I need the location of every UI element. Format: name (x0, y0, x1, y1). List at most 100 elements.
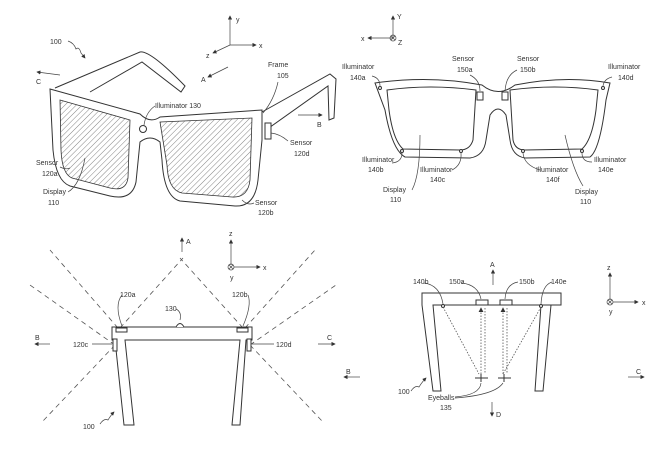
figure-top-view-eye-tracking: 140b 150a 150b 140e A D B C z x y 100 Ey… (343, 262, 646, 419)
leader (175, 308, 181, 321)
sensor-150b-label: Sensor (517, 56, 540, 63)
sensor-150b-ref: 150b (520, 67, 536, 74)
ref-140e-label: 140e (551, 279, 567, 286)
axis-z-label: z (206, 53, 210, 60)
leader (581, 152, 593, 163)
left-temple (54, 51, 186, 93)
leader (391, 152, 403, 164)
ref-100-leader (99, 411, 115, 425)
ref-120d-label: 120d (276, 342, 292, 349)
sensor-120a (115, 327, 128, 333)
axis-triad: y x z (206, 15, 263, 60)
direction-b-label: B (317, 122, 322, 129)
display-left-lens (386, 86, 477, 151)
right-temple (261, 73, 337, 131)
sensor-120a-label: Sensor (36, 160, 59, 167)
sensor-120a-leader (59, 166, 71, 170)
axis-triad: Y x Z (361, 14, 403, 47)
light-paths (442, 306, 542, 375)
display-110-leader (67, 157, 86, 193)
illuminator-140c-ref: 140c (430, 177, 446, 184)
illuminator-130 (139, 125, 147, 133)
illuminator-140d-label: Illuminator (608, 64, 641, 71)
leader (504, 281, 519, 300)
direction-b-label: B (346, 369, 351, 376)
ref-120a-label: 120a (120, 292, 136, 299)
ref-100-label: 100 (83, 424, 95, 431)
sensor-120c (112, 338, 118, 352)
display-right-lens (159, 117, 253, 198)
display-left-ref: 110 (390, 197, 401, 204)
sensor-field-lines (29, 249, 337, 423)
direction-a-label: A (186, 239, 191, 246)
direction-a-label: A (490, 262, 495, 269)
sensor-120d (264, 122, 272, 140)
ref-100-leader (67, 40, 86, 59)
axis-x-label: x (263, 265, 267, 272)
illuminator-130-leader (143, 105, 156, 126)
ref-150b-label: 150b (519, 279, 535, 286)
eyeball-right (498, 374, 511, 382)
leader (504, 69, 518, 92)
display-110-label: Display (43, 189, 66, 196)
display-left-lens (59, 99, 131, 190)
axis-y-label: y (609, 309, 613, 316)
axis-z-label: Z (398, 40, 403, 47)
ref-100-leader (410, 377, 427, 392)
sensor-120d-leader (270, 132, 289, 142)
axis-z-label: z (607, 265, 611, 272)
illuminator-130 (175, 323, 185, 328)
figure-perspective-view: 100 y x z C A B Frame 105 Illuminator 13… (36, 15, 337, 217)
leader (454, 382, 482, 398)
sensor-120b-leader (241, 199, 255, 205)
eyeball-left (475, 374, 488, 382)
illuminator-140c (459, 149, 463, 153)
ref-130-label: 130 (165, 306, 177, 313)
display-right-label: Display (575, 189, 598, 196)
illuminator-140c-label: Illuminator (420, 167, 453, 174)
sensor-150a-label: Sensor (452, 56, 475, 63)
illuminator-140f (521, 149, 525, 153)
glasses-top-outline (111, 326, 253, 426)
ref-120b-label: 120b (232, 292, 248, 299)
frame-ref: 105 (277, 73, 289, 80)
display-left-label: Display (383, 187, 406, 194)
illuminator-140a-ref: 140a (350, 75, 366, 82)
direction-c-label: C (36, 79, 41, 86)
display-right-lens (509, 86, 599, 151)
figure-top-view-sensors: A B C z x y 120a 120b 130 120c 120d 100 (29, 231, 337, 431)
axis-y-label: y (230, 275, 234, 282)
frame-leader (262, 81, 279, 114)
axis-x-label: x (259, 43, 263, 50)
leader (454, 382, 504, 399)
illuminator-140d-ref: 140d (618, 75, 634, 82)
illuminator-130-label: Illuminator 130 (155, 103, 201, 110)
sensor-120d-label: Sensor (290, 140, 313, 147)
illuminator-140e-ref: 140e (598, 167, 614, 174)
leader (371, 75, 381, 87)
eyeballs-label: Eyeballs (428, 395, 455, 402)
eyeballs-ref: 135 (440, 405, 452, 412)
ref-100-label: 100 (398, 389, 410, 396)
glasses-top-outline (421, 292, 562, 392)
illuminator-140a-label: Illuminator (342, 64, 375, 71)
axis-y-label: y (236, 17, 240, 24)
leader (540, 281, 553, 305)
axis-x-label: x (642, 300, 646, 307)
ref-100-label: 100 (50, 39, 62, 46)
sensor-120b (236, 327, 249, 333)
illuminator-140b-label: Illuminator (362, 157, 395, 164)
sensor-150b (501, 91, 509, 101)
sensor-120d-ref: 120d (294, 151, 310, 158)
ref-120c-label: 120c (73, 342, 89, 349)
direction-a-label: A (201, 77, 206, 84)
sensor-120b-ref: 120b (258, 210, 274, 217)
sensor-120a-ref: 120a (42, 171, 58, 178)
illuminators (378, 86, 605, 153)
illuminator-140e (580, 149, 584, 153)
eyeballs (475, 374, 511, 382)
direction-b-label: B (35, 335, 40, 342)
illuminator-140b (400, 149, 404, 153)
display-right-ref: 110 (580, 199, 591, 206)
